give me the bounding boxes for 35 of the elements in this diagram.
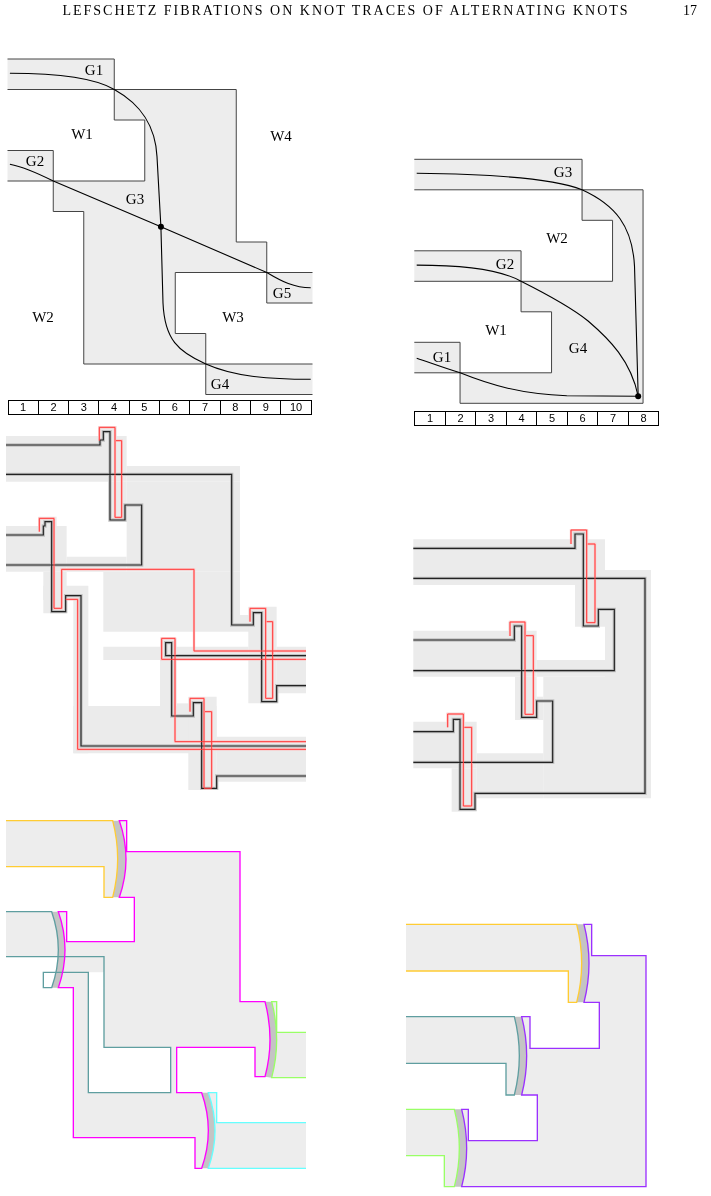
column-number: 10 — [280, 400, 312, 415]
region-label: G1 — [84, 62, 104, 78]
column-number: 7 — [597, 411, 629, 426]
column-number: 5 — [128, 400, 161, 415]
column-number: 4 — [505, 411, 538, 426]
region-label: G5 — [272, 285, 292, 301]
running-header: LEFSCHETZ FIBRATIONS ON KNOT TRACES OF ALTERNATING KNOTS — [62, 4, 630, 18]
column-number: 1 — [7, 400, 39, 415]
column-number: 4 — [98, 400, 130, 415]
region-label: G2 — [495, 256, 515, 272]
region-label: G4 — [568, 340, 588, 356]
column-number: 6 — [566, 411, 599, 426]
column-number: 2 — [444, 411, 477, 426]
column-number: 3 — [475, 411, 507, 426]
region-label: W2 — [546, 230, 568, 246]
region-label: G4 — [210, 376, 230, 392]
column-number: 9 — [250, 400, 282, 415]
page-number: 17 — [683, 4, 697, 18]
column-number: 2 — [37, 400, 70, 415]
column-number: 8 — [219, 400, 252, 415]
region-label: W1 — [71, 126, 93, 142]
column-number: 3 — [68, 400, 100, 415]
region-label: W1 — [485, 322, 507, 338]
region-label: G2 — [25, 153, 45, 169]
region-label: W2 — [32, 309, 54, 325]
column-number: 1 — [414, 411, 446, 426]
column-number: 5 — [536, 411, 568, 426]
column-number: 7 — [189, 400, 221, 415]
region-label: G3 — [553, 164, 573, 180]
region-label: W4 — [270, 128, 292, 144]
column-number: 8 — [627, 411, 660, 426]
column-number: 6 — [159, 400, 191, 415]
region-label: W3 — [222, 309, 244, 325]
region-label: G1 — [432, 349, 452, 365]
region-label: G3 — [125, 191, 145, 207]
